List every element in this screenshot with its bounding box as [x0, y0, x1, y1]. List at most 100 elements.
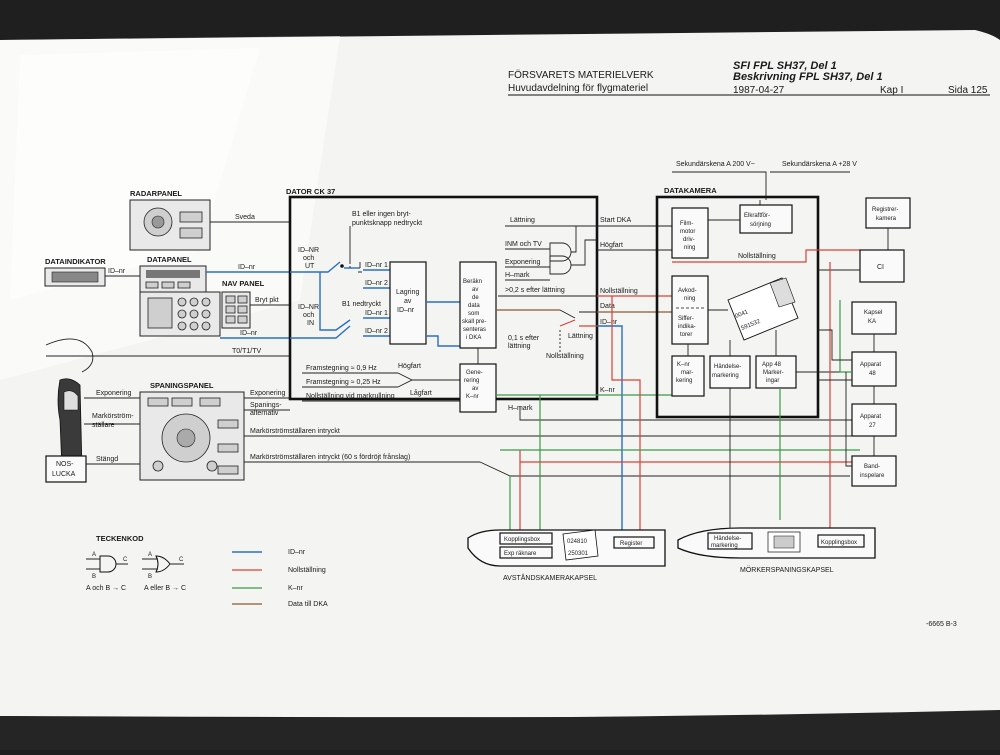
sig-markor-60: Markörströmställaren intryckt (60 s förd… — [250, 453, 410, 461]
registrerkamera-block — [865, 197, 911, 229]
gen-2: rering — [464, 378, 479, 384]
apparat48-block — [851, 351, 897, 387]
sig-t0: T0/T1/TV — [232, 348, 262, 355]
dator-ck37: DATOR CK 37 B1 eller ingen bryt- punktsk… — [286, 187, 860, 421]
datapanel-label: DATAPANEL — [147, 255, 192, 264]
app48-3: ingar — [766, 378, 779, 384]
kopplingsbox-a-block — [499, 532, 553, 545]
dator-lagfart: Lågfart — [410, 389, 432, 397]
dator-framst-09: Framstegning ≈ 0,9 Hz — [306, 365, 377, 372]
dator-nollst-mark: Nollställning vid markrullning — [306, 393, 395, 400]
dator-idnr1-b: ID–nr 1 — [365, 310, 388, 317]
kamera-skena-200: Sekundärskena A 200 V~ — [676, 161, 755, 168]
mid-knr: K–nr — [600, 387, 615, 394]
ci-block — [859, 249, 905, 283]
dator-framst-025: Framstegning ≈ 0,25 Hz — [306, 379, 381, 386]
sig-brytpkt: Bryt pkt — [255, 297, 279, 304]
dator-nollst-sw: Nollställning — [546, 353, 584, 360]
mork-title: MÖRKERSPANINGSKAPSEL — [740, 566, 834, 574]
kopplingsbox-a: Kopplingsbox — [504, 537, 540, 543]
dator-idnr-ut-1: ID–NR — [298, 247, 319, 254]
kapsel-1: Kapsel — [864, 310, 882, 316]
legend-idnr: ID–nr — [288, 549, 306, 556]
berakn-text: Beräkn av de data som skall pre- sentera… — [462, 279, 486, 341]
app48-2: Marker- — [763, 370, 784, 376]
left-panels: RADARPANEL DATAINDIKATOR DATAPANEL NAV P… — [44, 189, 265, 483]
noslucka-label-1: NOS- — [56, 461, 74, 468]
app48r-1: Apparat — [860, 362, 881, 368]
dator-lattning-top: Lättning — [510, 217, 535, 224]
legend: TECKENKOD A B C A och B → C A B C A elle… — [86, 534, 328, 608]
dator-idnr-ut-2: och — [303, 255, 314, 262]
handelse-pod-block — [707, 532, 753, 550]
dator-s01-1: 0,1 s efter — [508, 335, 540, 342]
header-doc-sub: Beskrivning FPL SH37, Del 1 — [733, 71, 883, 83]
keypad-icon — [147, 297, 211, 331]
header-doc-title: SFI FPL SH37, Del 1 — [733, 60, 837, 72]
kapsel-2: KA — [868, 319, 876, 325]
film-2: motor — [680, 229, 695, 235]
dator-title: DATOR CK 37 — [286, 187, 335, 196]
disp-1: 024810 — [567, 539, 588, 545]
dator-idnr1-a: ID–nr 1 — [365, 262, 388, 269]
band-2: inspelare — [860, 473, 885, 479]
avkod-2: ning — [684, 296, 695, 302]
legend-title: TECKENKOD — [96, 534, 144, 543]
mid-data: Data — [600, 303, 615, 310]
lagring-3: ID–nr — [397, 307, 415, 314]
app48-1: App 48 — [762, 362, 782, 368]
dator-exponering: Exponering — [505, 259, 541, 266]
sig-markor-1: Markörström- — [92, 413, 134, 420]
registr-2: kamera — [876, 216, 897, 222]
legend-in-a2: A — [148, 552, 152, 558]
sig-idnr-a: ID–nr — [108, 268, 126, 275]
dator-idnr2-b: ID–nr 2 — [365, 328, 388, 335]
sig-idnr-b: ID–nr — [238, 264, 256, 271]
film-frame-icon: 0041 591532 — [727, 277, 799, 341]
bandinspelare-block — [851, 455, 897, 487]
header-chapter: Kap I — [880, 85, 903, 96]
register-block — [613, 536, 655, 549]
lagring-1: Lagring — [396, 289, 419, 296]
exp-raknare: Exp räknare — [504, 551, 537, 557]
sig-span-1: Spanings- — [250, 402, 282, 409]
avstandskamerakapsel: Kopplingsbox Exp räknare 024810 250301 R… — [467, 529, 666, 582]
handelse-1: Händelse- — [714, 364, 741, 370]
avkod-1: Avkod- — [678, 288, 697, 294]
svg-text:senteras: senteras — [463, 327, 486, 333]
dator-idnr-ut-3: UT — [305, 263, 315, 270]
avst-title: AVSTÅNDSKAMERAKAPSEL — [503, 573, 597, 582]
kamera-skena-28: Sekundärskena A +28 V — [782, 161, 857, 168]
registr-1: Registrer- — [872, 207, 898, 213]
legend-in-b2: B — [148, 574, 152, 580]
noslucka-box — [45, 455, 87, 483]
mid-start-dka: Start DKA — [600, 217, 631, 224]
sig-stangd: Stängd — [96, 456, 118, 463]
svg-text:skall pre-: skall pre- — [462, 319, 486, 325]
knr-2: mar- — [681, 370, 693, 376]
lagring-2: av — [404, 298, 412, 305]
dator-inm-tv: INM och TV — [505, 241, 542, 248]
legend-gate-and: A och B → C — [86, 585, 126, 592]
dator-hmark-bot: H–mark — [508, 405, 533, 412]
radarpanel-label: RADARPANEL — [130, 189, 182, 198]
kapsel-ka-block — [851, 301, 897, 335]
mid-nollst: Nollställning — [600, 288, 638, 295]
film-1: Film- — [680, 221, 693, 227]
counter-display-icon — [562, 529, 599, 561]
dator-frame — [288, 195, 599, 401]
app27-1: Apparat — [860, 414, 881, 420]
legend-data-dka: Data till DKA — [288, 601, 328, 608]
kamera-title: DATAKAMERA — [664, 186, 717, 195]
footer-ref: -6665 B-3 — [926, 621, 957, 628]
sig-sveda: Sveda — [235, 214, 255, 221]
siffer-3: torer — [680, 332, 692, 338]
header-date: 1987-04-27 — [733, 85, 785, 96]
gen-4: K–nr — [466, 394, 479, 400]
register: Register — [620, 541, 642, 547]
siffer-2: indika- — [678, 324, 696, 330]
lagring-block — [389, 261, 427, 345]
dator-hmark-top: H–mark — [505, 272, 530, 279]
svg-text:i DKA: i DKA — [466, 335, 481, 341]
